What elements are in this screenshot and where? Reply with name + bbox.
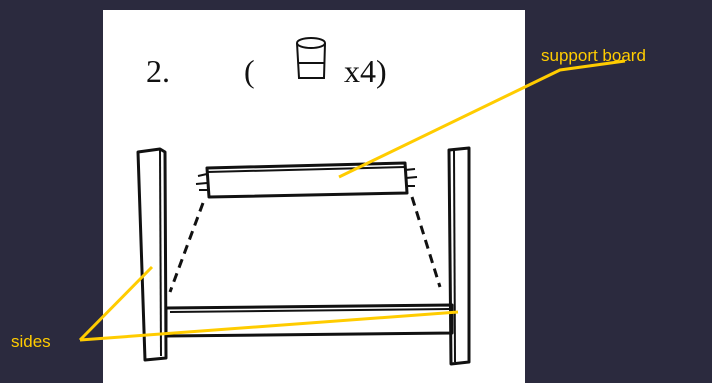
left-guide-line [168, 202, 205, 293]
support-board-shape [195, 161, 418, 199]
open-paren: ( [244, 53, 255, 89]
left-side-panel [136, 147, 168, 362]
bottom-board [164, 303, 454, 338]
step-number: 2. [146, 53, 170, 89]
sides-label: sides [11, 332, 51, 351]
dowel-icon [296, 37, 326, 79]
quantity-label: x4) [344, 53, 387, 89]
right-guide-line [410, 196, 442, 288]
right-side-panel [447, 146, 471, 366]
support-board-label: support board [541, 46, 646, 65]
sides-callout: sides [11, 265, 459, 351]
support-board-callout: support board [338, 46, 646, 179]
